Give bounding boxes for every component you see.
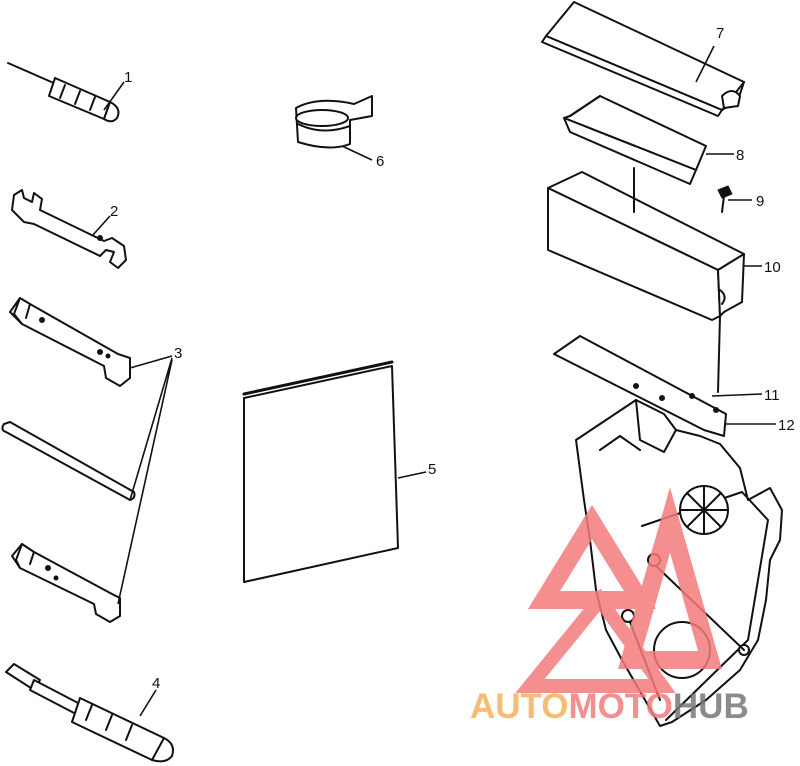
part-9-screw [717, 185, 733, 213]
part-6-tape-roll [295, 95, 373, 149]
watermark-triangle-base [515, 588, 676, 693]
callout-4: 4 [152, 675, 160, 692]
part-3-box-spanner-set [1, 297, 136, 623]
callout-3: 3 [174, 345, 182, 362]
watermark-text-auto: AUTO [470, 687, 569, 726]
callout-2: 2 [110, 203, 118, 220]
part-5-owners-manual [242, 360, 399, 583]
part-2-wrench [11, 189, 127, 269]
watermark-text: AUTOMOTOHUB [470, 687, 749, 726]
watermark-logo: AUTOMOTOHUB [470, 487, 749, 726]
watermark-text-moto: MOTO [569, 687, 673, 726]
callout-6: 6 [376, 153, 384, 170]
callout-1: 1 [124, 69, 132, 86]
callout-12: 12 [778, 417, 795, 434]
part-1-screwdriver [7, 62, 120, 123]
leader-lines [91, 45, 776, 717]
callout-8: 8 [736, 147, 744, 164]
callout-11: 11 [764, 387, 780, 404]
part-10-toolbox-tray [547, 167, 745, 321]
part-4-screwdriver-large [5, 663, 174, 763]
callout-10: 10 [764, 259, 781, 276]
watermark-triangle-right [618, 487, 722, 669]
part-8-foam-pad [563, 95, 707, 185]
part-7-toolbox-lid [541, 1, 745, 117]
callout-5: 5 [428, 461, 436, 478]
watermark-text-hub: HUB [673, 687, 749, 726]
callout-9: 9 [756, 193, 764, 210]
callout-7: 7 [716, 25, 724, 42]
